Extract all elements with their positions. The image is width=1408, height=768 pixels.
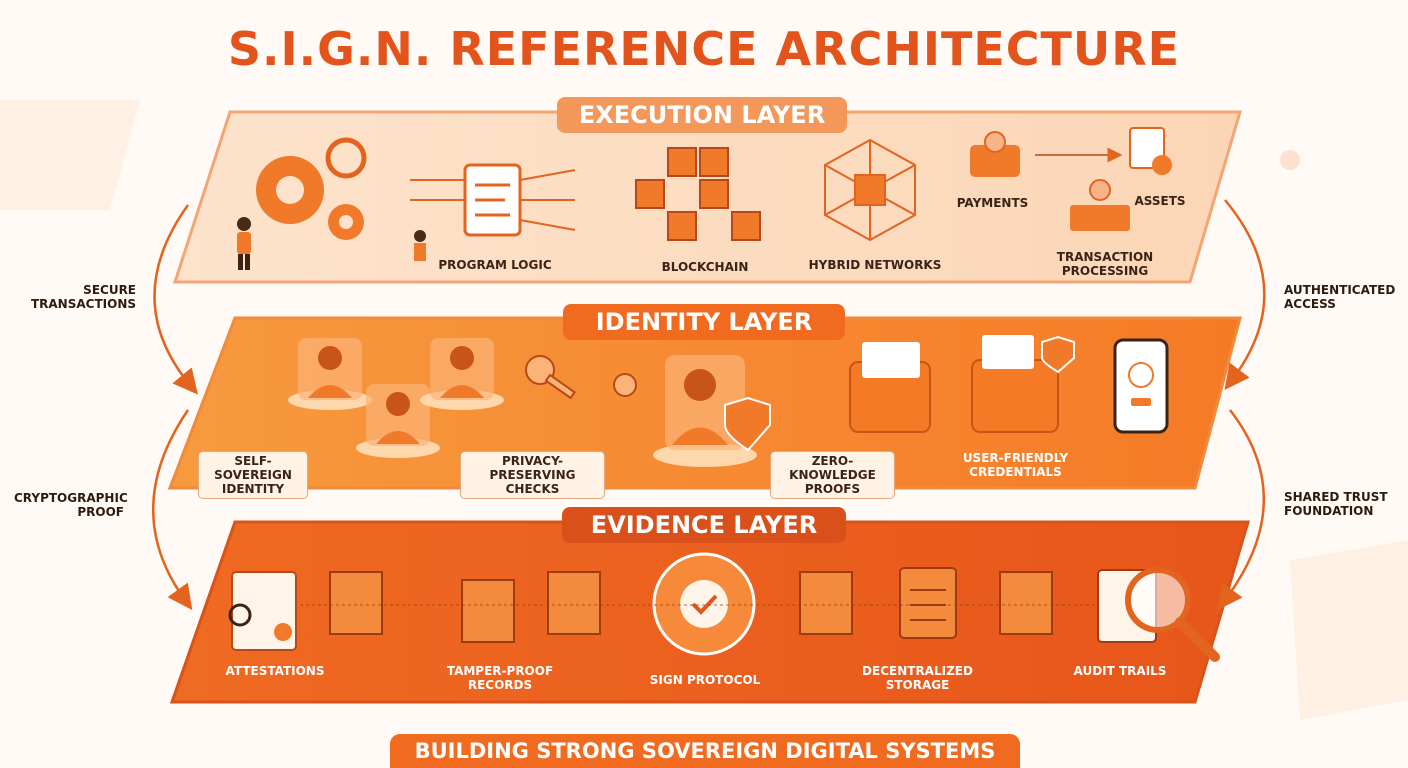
side-label-shared-trust-foundation: SHARED TRUST FOUNDATION bbox=[1284, 490, 1394, 518]
evidence-layer-header: EVIDENCE LAYER bbox=[562, 507, 846, 543]
label-transaction-processing: TRANSACTION PROCESSING bbox=[1050, 250, 1160, 278]
label-tamper-proof-records: TAMPER-PROOF RECORDS bbox=[440, 664, 560, 692]
certificate-icon bbox=[230, 572, 296, 650]
side-label-secure-transactions: SECURE TRANSACTIONS bbox=[30, 283, 136, 311]
tag-self-sovereign: SELF-SOVEREIGN IDENTITY bbox=[198, 451, 308, 499]
sign-protocol-gear-icon bbox=[654, 554, 754, 654]
fingerprint-phone-icon bbox=[1115, 340, 1167, 432]
label-privacy-preserving-checks: PRIVACY-PRESERVING CHECKS bbox=[460, 451, 605, 499]
side-label-authenticated-access: AUTHENTICATED ACCESS bbox=[1284, 283, 1394, 311]
label-user-friendly-credentials: USER-FRIENDLY CREDENTIALS bbox=[958, 451, 1073, 479]
label-audit-trails: AUDIT TRAILS bbox=[1065, 664, 1175, 678]
label-assets: ASSETS bbox=[1125, 194, 1195, 208]
page-title: S.I.G.N. REFERENCE ARCHITECTURE bbox=[0, 22, 1408, 76]
label-blockchain: BLOCKCHAIN bbox=[640, 260, 770, 274]
side-label-cryptographic-proof: CRYPTOGRAPHIC PROOF bbox=[14, 491, 124, 519]
label-hybrid-networks: HYBRID NETWORKS bbox=[805, 258, 945, 272]
label-payments: PAYMENTS bbox=[950, 196, 1035, 210]
execution-layer-header: EXECUTION LAYER bbox=[557, 97, 847, 133]
label-attestations: ATTESTATIONS bbox=[220, 664, 330, 678]
tag-privacy-checks: PRIVACY-PRESERVING CHECKS bbox=[460, 451, 605, 499]
label-decentralized-storage: DECENTRALIZED STORAGE bbox=[855, 664, 980, 692]
tag-zero-knowledge: ZERO-KNOWLEDGE PROOFS bbox=[770, 451, 895, 499]
identity-layer-header: IDENTITY LAYER bbox=[563, 304, 845, 340]
label-program-logic: PROGRAM LOGIC bbox=[430, 258, 560, 272]
footer-banner: BUILDING STRONG SOVEREIGN DIGITAL SYSTEM… bbox=[390, 734, 1020, 768]
storage-server-icon bbox=[900, 568, 956, 638]
label-zero-knowledge-proofs: ZERO-KNOWLEDGE PROOFS bbox=[770, 451, 895, 499]
wallet-credentials-icon bbox=[850, 342, 930, 432]
credential-shield-icon bbox=[972, 335, 1074, 432]
label-sign-protocol: SIGN PROTOCOL bbox=[640, 673, 770, 687]
label-self-sovereign-identity: SELF-SOVEREIGN IDENTITY bbox=[198, 451, 308, 499]
